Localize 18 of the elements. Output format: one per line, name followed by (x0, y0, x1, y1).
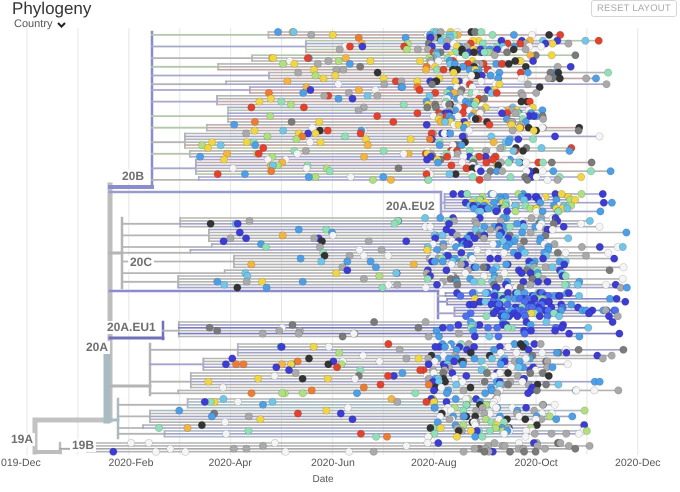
clade-label: 19A (9, 433, 36, 446)
axis-title: Date (312, 474, 334, 486)
clade-label: 19B (70, 439, 96, 452)
reset-button: RESET LAYOUT (591, 0, 677, 17)
clade-label: 20C (128, 256, 154, 269)
clade-label: 20A.EU1 (105, 321, 158, 334)
axis-tick-label: 2020-Feb (108, 457, 154, 469)
axis-tick-label: 2020-Apr (208, 457, 252, 469)
axis-tick-label: 019-Dec (1, 457, 41, 469)
clade-label: 20B (120, 170, 146, 183)
clade-label: 20A (84, 341, 110, 354)
axis-tick-label: 2020-Oct (514, 457, 558, 469)
axis-tick-label: 2020-Jun (311, 457, 355, 469)
axis-tick-label: 2020-Dec (615, 457, 661, 469)
clade-label: 20A.EU2 (384, 200, 437, 213)
panel-title: Phylogeny (12, 0, 92, 17)
dropdown-menu: Country (14, 18, 66, 31)
axis-tick-label: 2020-Aug (411, 457, 457, 469)
